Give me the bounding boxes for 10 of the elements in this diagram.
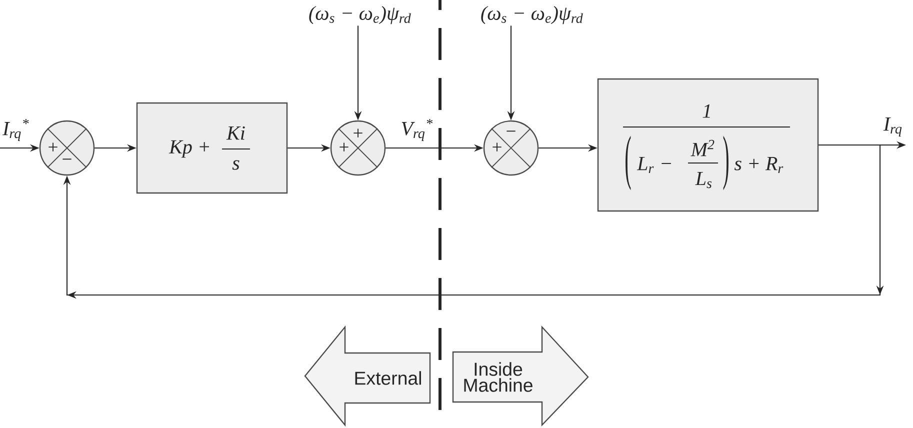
summing-junction: + − xyxy=(39,120,95,176)
edge-label: I$_{rq}$ xyxy=(882,116,904,138)
signal-label: (ω$_{s}$ − ω$_{e}$)ψ$_{rd}$ xyxy=(309,6,411,24)
edge-label: I$_{rq}$* xyxy=(1,118,31,142)
edge-label: V$_{rq}$* xyxy=(399,118,435,142)
summing-junction: + + xyxy=(330,120,386,176)
arrow xyxy=(63,144,884,299)
signal-label: (ω$_{s}$ − ω$_{e}$)ψ$_{rd}$ xyxy=(481,6,583,24)
summing-junction: − + xyxy=(483,120,539,176)
controller-box: Kp + Ki s xyxy=(136,102,288,194)
